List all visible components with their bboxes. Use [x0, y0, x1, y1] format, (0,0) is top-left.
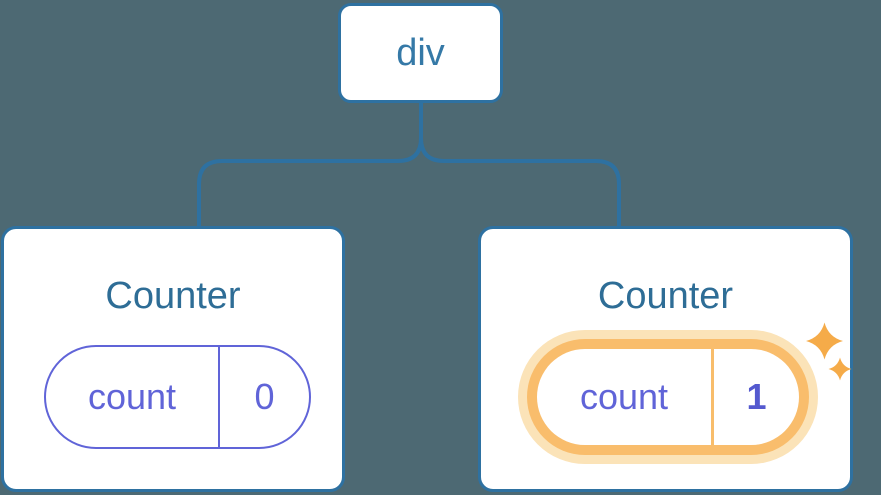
connector-left-branch: [197, 103, 423, 227]
state-pill-highlighted: count 1: [518, 330, 818, 464]
state-key: count: [46, 347, 220, 447]
root-node-div: div: [338, 3, 503, 103]
sparkle-small: [828, 357, 852, 381]
component-title: Counter: [105, 275, 241, 317]
sparkle-large: [806, 322, 843, 360]
component-title: Counter: [597, 275, 734, 317]
root-node-label: div: [396, 31, 445, 74]
state-value: 1: [746, 376, 767, 417]
state-pill: count 0: [44, 345, 311, 449]
counter-card-left: Counter count 0: [1, 226, 345, 492]
state-key: count: [537, 349, 714, 445]
state-pill-highlight-ring: count 1: [527, 339, 809, 455]
counter-card-right: Counter count 1: [478, 226, 853, 492]
connector-right-branch: [419, 103, 621, 227]
state-value: 0: [254, 376, 275, 417]
state-pill-inner: count 1: [537, 349, 799, 445]
